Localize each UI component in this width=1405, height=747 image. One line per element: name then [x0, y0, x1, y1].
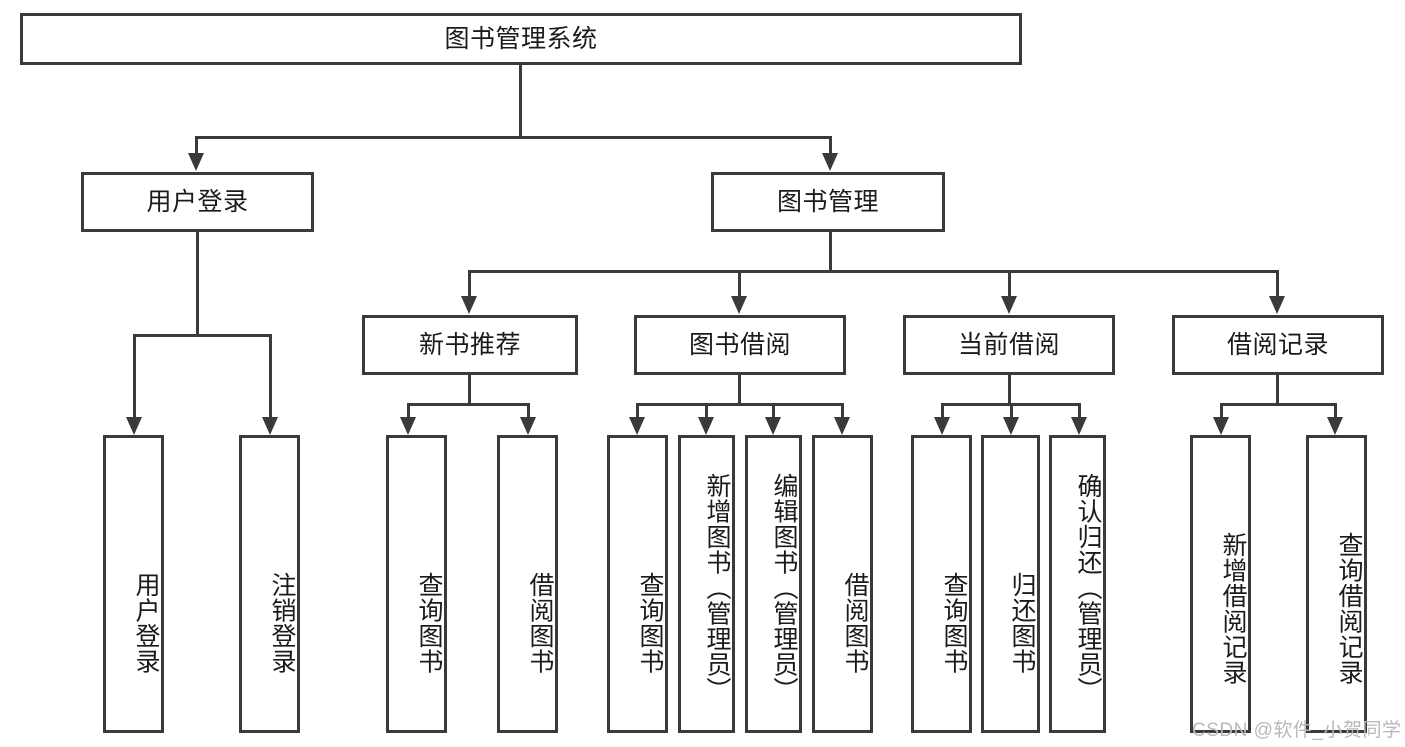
edge-user-login-to-leaf-0 — [133, 334, 136, 418]
arrow-borrow-record-to-leaf-1 — [1327, 417, 1343, 435]
node-current-borrow[interactable]: 当前借阅 — [903, 315, 1115, 375]
edge-current-borrow-stem — [1008, 375, 1011, 405]
edge-user-login-to-leaf-1 — [269, 334, 272, 418]
edge-book-borrow-to-leaf-2 — [772, 403, 775, 418]
edge-root-to-book-mgmt — [829, 136, 832, 155]
node-leaf-confirm-return-admin[interactable]: 确认归还（管理员） — [1049, 435, 1106, 733]
arrow-book-mgmt-to-l3-2 — [1001, 296, 1017, 314]
node-borrow-record[interactable]: 借阅记录 — [1172, 315, 1384, 375]
arrow-current-borrow-to-leaf-2 — [1071, 417, 1087, 435]
edge-new-book-to-leaf-0 — [407, 403, 410, 418]
arrow-current-borrow-to-leaf-0 — [934, 417, 950, 435]
edge-book-borrow-bus — [636, 403, 844, 406]
arrow-book-mgmt-to-l3-0 — [461, 296, 477, 314]
arrow-book-borrow-to-leaf-3 — [834, 417, 850, 435]
edge-book-borrow-to-leaf-1 — [705, 403, 708, 418]
node-new-book-recommend[interactable]: 新书推荐 — [362, 315, 578, 375]
node-root-title[interactable]: 图书管理系统 — [20, 13, 1022, 65]
node-leaf-borrow-book-recommend[interactable]: 借阅图书 — [497, 435, 558, 733]
edge-user-login-bus — [133, 334, 272, 337]
edge-book-mgmt-stem — [829, 232, 832, 272]
node-leaf-logout[interactable]: 注销登录 — [239, 435, 300, 733]
edge-root-to-user-login — [195, 136, 198, 155]
node-user-login[interactable]: 用户登录 — [81, 172, 314, 232]
edge-book-borrow-stem — [738, 375, 741, 405]
edge-root-stem — [519, 65, 522, 137]
edge-new-book-stem — [468, 375, 471, 405]
arrow-user-login-to-leaf-0 — [126, 417, 142, 435]
csdn-watermark: CSDN @软件_小贺同学 — [1192, 720, 1402, 741]
node-leaf-borrow-book[interactable]: 借阅图书 — [812, 435, 873, 733]
arrow-borrow-record-to-leaf-0 — [1213, 417, 1229, 435]
node-leaf-add-borrow-record[interactable]: 新增借阅记录 — [1190, 435, 1251, 733]
node-leaf-edit-book-admin[interactable]: 编辑图书（管理员） — [745, 435, 802, 733]
arrow-new-book-to-leaf-0 — [400, 417, 416, 435]
node-book-borrow[interactable]: 图书借阅 — [634, 315, 846, 375]
node-leaf-query-borrow-record[interactable]: 查询借阅记录 — [1306, 435, 1367, 733]
edge-book-borrow-to-leaf-0 — [636, 403, 639, 418]
edge-borrow-record-to-leaf-0 — [1220, 403, 1223, 418]
node-leaf-query-book-recommend[interactable]: 查询图书 — [386, 435, 447, 733]
node-leaf-query-book-borrow[interactable]: 查询图书 — [607, 435, 668, 733]
node-book-management[interactable]: 图书管理 — [711, 172, 945, 232]
edge-current-borrow-to-leaf-2 — [1078, 403, 1081, 418]
edge-current-borrow-to-leaf-1 — [1010, 403, 1013, 418]
node-leaf-add-book-admin[interactable]: 新增图书（管理员） — [678, 435, 735, 733]
arrow-new-book-to-leaf-1 — [520, 417, 536, 435]
edge-root-bus — [195, 136, 832, 139]
edge-book-mgmt-to-l3-2 — [1008, 270, 1011, 297]
edge-borrow-record-stem — [1276, 375, 1279, 405]
arrow-root-to-user-login — [188, 153, 204, 171]
edge-book-mgmt-to-l3-0 — [468, 270, 471, 297]
node-leaf-query-book-current[interactable]: 查询图书 — [911, 435, 972, 733]
node-leaf-user-login[interactable]: 用户登录 — [103, 435, 164, 733]
edge-new-book-to-leaf-1 — [527, 403, 530, 418]
edge-book-mgmt-to-l3-1 — [738, 270, 741, 297]
arrow-root-to-book-mgmt — [822, 153, 838, 171]
edge-book-borrow-to-leaf-3 — [841, 403, 844, 418]
edge-current-borrow-to-leaf-0 — [941, 403, 944, 418]
arrow-current-borrow-to-leaf-1 — [1003, 417, 1019, 435]
arrow-book-mgmt-to-l3-3 — [1269, 296, 1285, 314]
arrow-book-borrow-to-leaf-0 — [629, 417, 645, 435]
edge-borrow-record-bus — [1220, 403, 1337, 406]
arrow-book-mgmt-to-l3-1 — [731, 296, 747, 314]
arrow-book-borrow-to-leaf-2 — [765, 417, 781, 435]
arrow-book-borrow-to-leaf-1 — [698, 417, 714, 435]
edge-user-login-stem — [196, 232, 199, 335]
edge-new-book-bus — [407, 403, 530, 406]
edge-borrow-record-to-leaf-1 — [1334, 403, 1337, 418]
node-leaf-return-book[interactable]: 归还图书 — [981, 435, 1040, 733]
edge-book-mgmt-bus — [468, 270, 1279, 273]
edge-book-mgmt-to-l3-3 — [1276, 270, 1279, 297]
arrow-user-login-to-leaf-1 — [262, 417, 278, 435]
